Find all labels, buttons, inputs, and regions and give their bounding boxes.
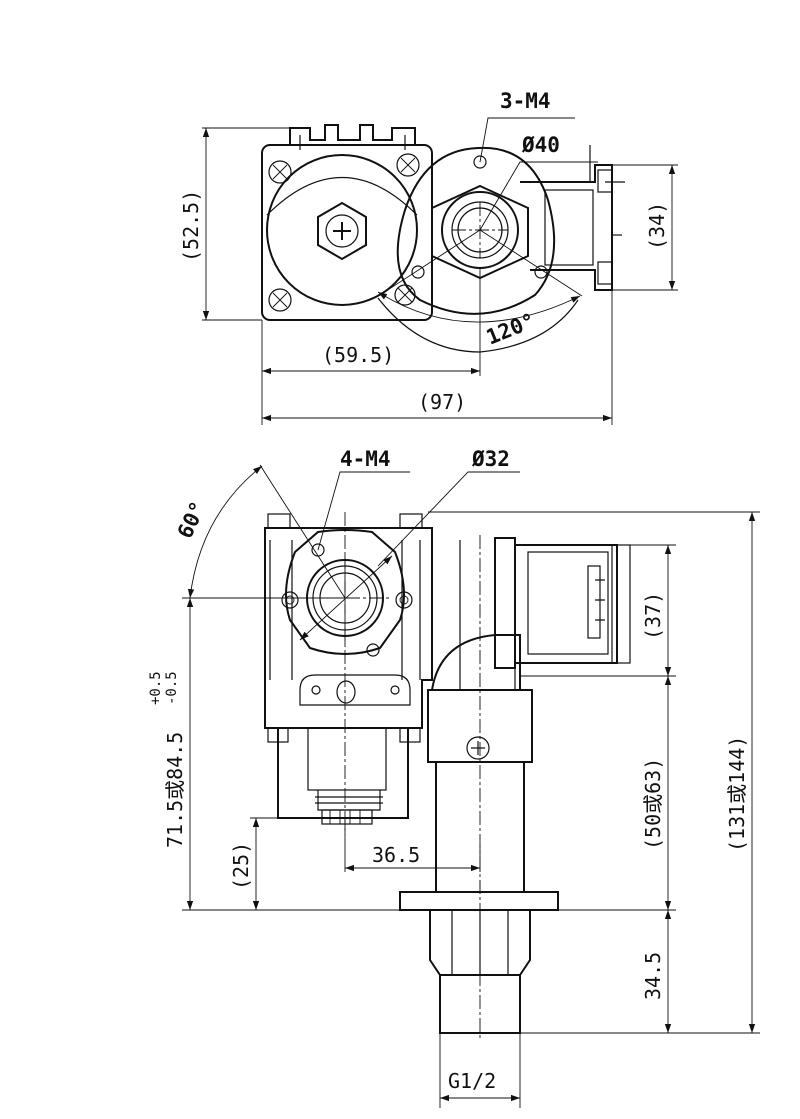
top-screw-tl	[268, 160, 292, 184]
top-solenoid-block	[520, 145, 625, 291]
front-dim-36-5: 36.5	[372, 843, 420, 867]
top-center-hex-screw	[317, 201, 367, 261]
front-inlet-fitting	[399, 880, 559, 1040]
front-thread-label: G1/2	[448, 1069, 496, 1093]
top-view: 3-M4 Ø40 (52.5) (34) (59.5) (97) 120°	[179, 89, 678, 425]
top-overall-width-dim: (97)	[418, 390, 466, 414]
front-dim-50-63: (50或63)	[641, 758, 665, 850]
top-left-body	[261, 124, 433, 321]
top-width-left-dim: (59.5)	[322, 343, 394, 367]
front-overall-height-dim: (131或144)	[725, 736, 749, 852]
front-solenoid-coil	[494, 537, 631, 669]
front-view: 4-M4 Ø32 60° 71.5或84.5 +0.5 -0.5 (25) 36…	[148, 447, 760, 1108]
front-angle-label: 60°	[173, 498, 211, 543]
top-solenoid-height-dim: (34)	[645, 202, 669, 250]
front-dim-37: (37)	[641, 592, 665, 640]
front-tol-minus: -0.5	[164, 671, 180, 705]
top-triangle-flange	[377, 146, 579, 353]
top-holes-label: 3-M4	[500, 89, 551, 113]
front-dim-25: (25)	[229, 842, 253, 890]
front-lower-housing	[277, 727, 409, 825]
front-holes-label: 4-M4	[340, 447, 391, 471]
top-height-dim: (52.5)	[179, 190, 203, 262]
front-tol-plus: +0.5	[148, 671, 164, 705]
front-dim-34-5: 34.5	[641, 952, 665, 1000]
top-dimensions	[202, 117, 678, 425]
top-screw-tr	[396, 153, 420, 177]
front-flange	[281, 529, 413, 657]
top-bore-label: Ø40	[521, 133, 560, 157]
front-valve-body	[264, 513, 433, 743]
top-screw-bl	[268, 288, 292, 312]
front-bore-label: Ø32	[471, 447, 510, 471]
front-height-dim-left: 71.5或84.5	[163, 732, 187, 848]
front-dimensions	[182, 464, 760, 1108]
top-angle-label: 120°	[483, 308, 539, 349]
